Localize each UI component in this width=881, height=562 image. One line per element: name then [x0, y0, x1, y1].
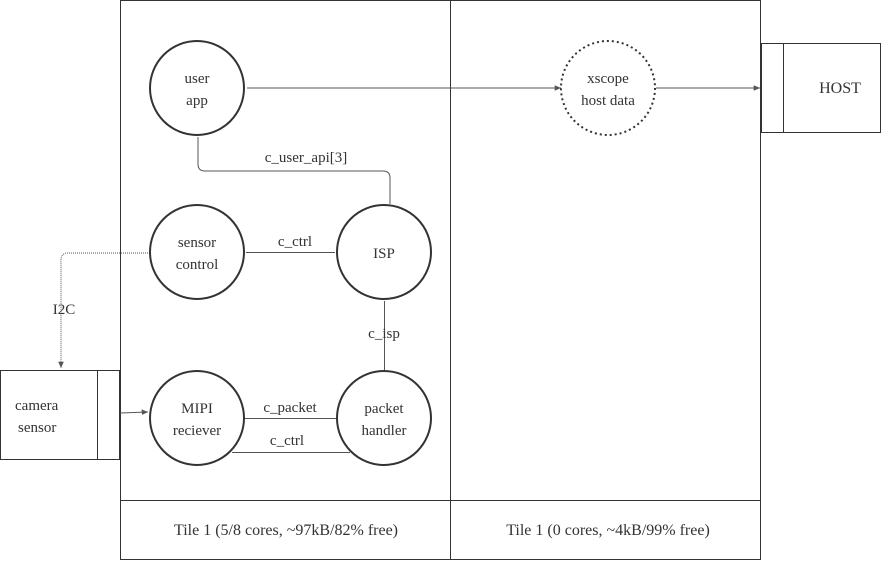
svg-text:handler: handler: [362, 423, 407, 439]
edge-label-i2c: I2C: [53, 302, 76, 318]
edge-c-user-api: [197, 137, 391, 204]
svg-text:ISP: ISP: [373, 246, 395, 262]
node-user-app: user app: [149, 40, 245, 136]
svg-text:xscope: xscope: [587, 71, 629, 87]
svg-text:host data: host data: [581, 93, 635, 109]
tile-1-label: Tile 1 (5/8 cores, ~97kB/82% free): [174, 522, 398, 539]
edge-label-c-ctrl-top: c_ctrl: [278, 234, 312, 250]
tile-2-box: [450, 0, 761, 560]
svg-text:app: app: [186, 93, 208, 109]
edge-camera-to-mipi: [119, 409, 149, 416]
host-label: HOST: [819, 80, 861, 97]
node-isp: ISP: [336, 204, 432, 300]
camera-sensor-label-line2: sensor: [18, 420, 56, 436]
svg-text:packet: packet: [364, 401, 404, 417]
svg-text:control: control: [176, 257, 219, 273]
node-packet-handler: packet handler: [336, 370, 432, 466]
svg-text:reciever: reciever: [173, 423, 221, 439]
node-sensor-control: sensor control: [149, 204, 245, 300]
edge-label-c-user-api: c_user_api[3]: [265, 150, 347, 166]
node-xscope-host-data: xscope host data: [560, 40, 656, 136]
camera-sensor-box: camera sensor: [0, 370, 120, 460]
node-mipi-reciever: MIPI reciever: [149, 370, 245, 466]
host-box: HOST: [761, 43, 881, 133]
tile-2-label: Tile 1 (0 cores, ~4kB/99% free): [506, 522, 710, 539]
edge-label-c-isp: c_isp: [368, 326, 400, 342]
camera-sensor-label-line1: camera: [15, 398, 59, 414]
edge-i2c: [58, 252, 148, 368]
svg-text:MIPI: MIPI: [181, 401, 213, 417]
edge-label-c-packet: c_packet: [263, 400, 317, 416]
edge-label-c-ctrl-bottom: c_ctrl: [270, 433, 304, 449]
svg-text:sensor: sensor: [178, 235, 216, 251]
svg-text:user: user: [185, 71, 210, 87]
